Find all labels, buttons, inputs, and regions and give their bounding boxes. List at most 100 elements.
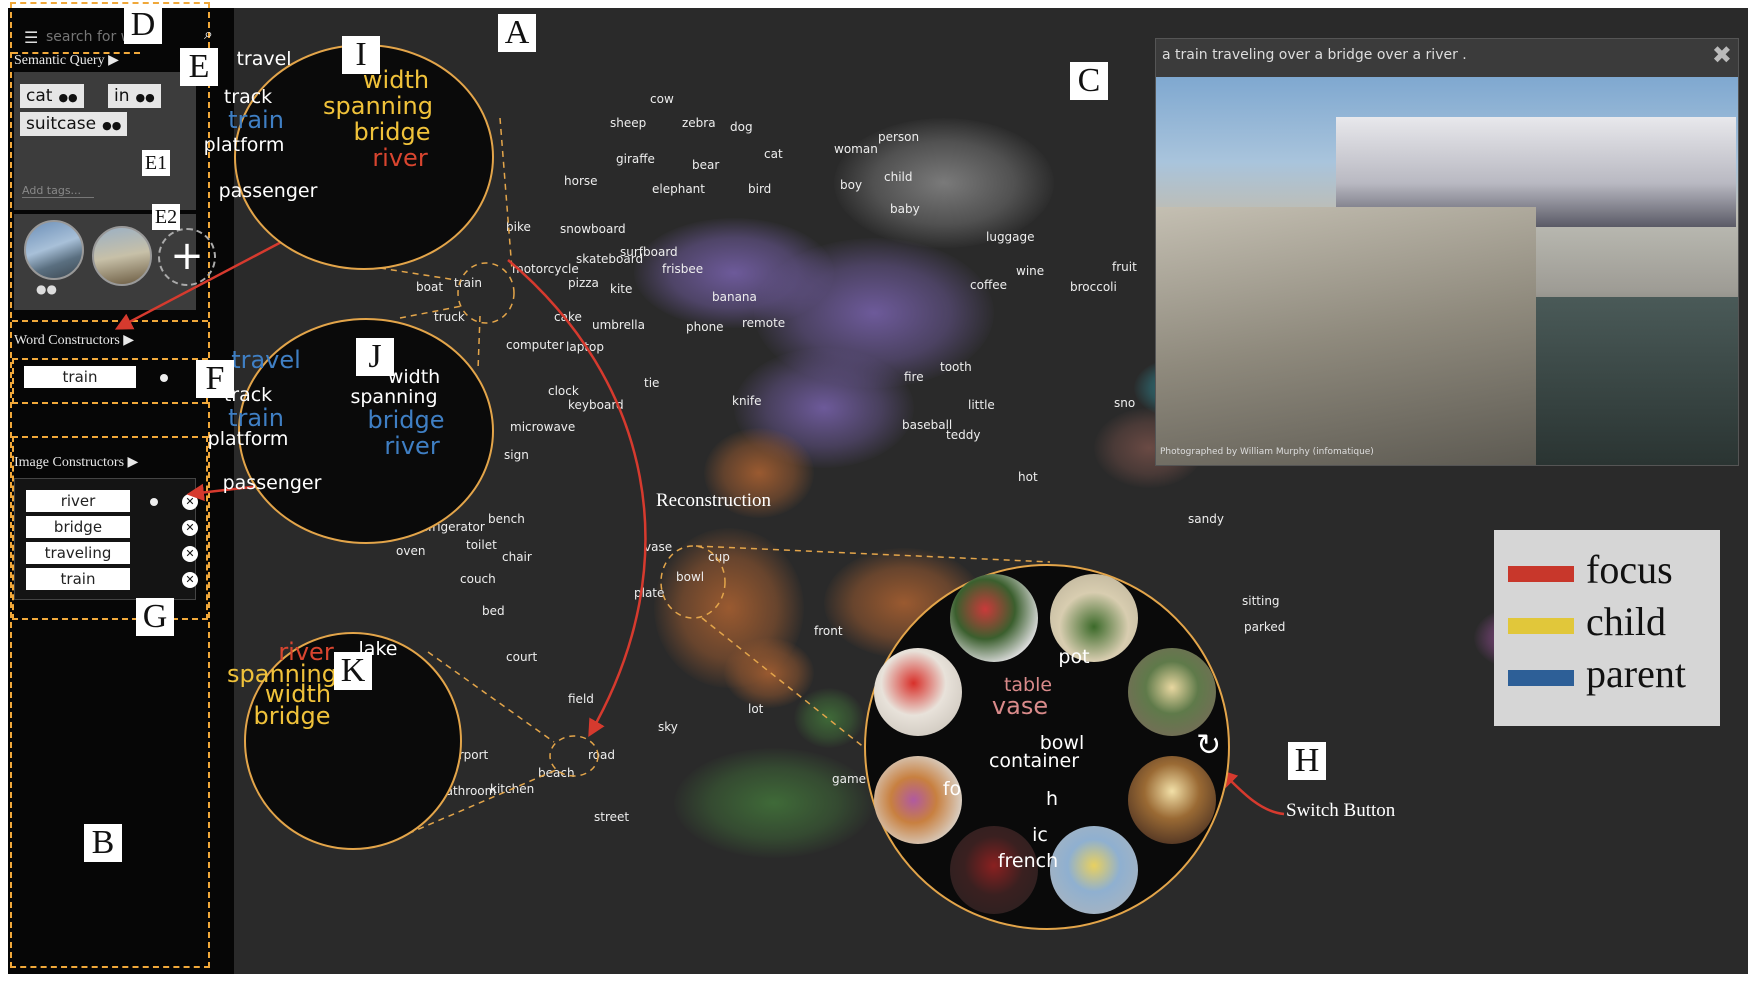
- map-word[interactable]: banana: [712, 290, 757, 304]
- map-word[interactable]: sandy: [1188, 512, 1224, 526]
- word-constructor-dot[interactable]: [160, 374, 168, 382]
- map-word[interactable]: clock: [548, 384, 579, 398]
- map-word[interactable]: little: [968, 398, 995, 412]
- map-word[interactable]: vase: [644, 540, 673, 554]
- map-word[interactable]: luggage: [986, 230, 1035, 244]
- map-word[interactable]: snowboard: [560, 222, 626, 236]
- toggle-icon[interactable]: ●●: [135, 91, 155, 104]
- image-constructor-dot[interactable]: [150, 498, 158, 506]
- lens-h-word[interactable]: vase: [991, 692, 1049, 720]
- toggle-icon[interactable]: ●●: [36, 282, 57, 296]
- map-word[interactable]: cow: [650, 92, 674, 106]
- map-word[interactable]: toilet: [466, 538, 497, 552]
- map-word[interactable]: truck: [434, 310, 465, 324]
- toggle-icon[interactable]: ●●: [102, 119, 122, 132]
- map-word[interactable]: coffee: [970, 278, 1007, 292]
- lens-j-word[interactable]: track: [223, 384, 273, 406]
- map-word[interactable]: bed: [482, 604, 505, 618]
- result-photo-6[interactable]: [1128, 756, 1216, 844]
- lens-j[interactable]: [238, 318, 494, 544]
- map-word[interactable]: wine: [1016, 264, 1045, 278]
- map-word[interactable]: elephant: [652, 182, 705, 196]
- map-word[interactable]: kite: [610, 282, 633, 296]
- lens-k-word[interactable]: river: [278, 638, 334, 666]
- search-icon[interactable]: ⌕: [204, 24, 213, 43]
- map-word[interactable]: horse: [564, 174, 598, 188]
- map-word[interactable]: bench: [488, 512, 525, 526]
- map-word[interactable]: umbrella: [592, 318, 645, 332]
- map-word[interactable]: giraffe: [616, 152, 655, 166]
- result-photo-5[interactable]: [874, 756, 962, 844]
- query-image-landscape[interactable]: [92, 226, 152, 286]
- lens-i-word[interactable]: travel: [236, 48, 292, 70]
- tag-suitcase[interactable]: suitcase●●: [20, 112, 128, 136]
- map-word[interactable]: bowl: [676, 570, 705, 584]
- switch-button[interactable]: ↻: [1196, 728, 1222, 763]
- map-word[interactable]: cake: [554, 310, 582, 324]
- lens-k-word[interactable]: bridge: [253, 702, 331, 730]
- map-word[interactable]: fruit: [1112, 260, 1137, 274]
- result-photo-4[interactable]: [1128, 648, 1216, 736]
- menu-icon[interactable]: ☰: [24, 28, 39, 47]
- map-word[interactable]: bear: [692, 158, 720, 172]
- lens-i-word[interactable]: passenger: [218, 180, 318, 202]
- image-constructor-bridge[interactable]: bridge: [26, 516, 130, 538]
- map-word[interactable]: cat: [764, 147, 783, 161]
- result-photo-3[interactable]: [874, 648, 962, 736]
- result-photo-7[interactable]: [950, 826, 1038, 914]
- map-word[interactable]: fire: [904, 370, 924, 384]
- map-word[interactable]: hot: [1018, 470, 1038, 484]
- map-word[interactable]: teddy: [946, 428, 981, 442]
- map-word[interactable]: couch: [460, 572, 496, 586]
- map-word[interactable]: game: [832, 772, 867, 786]
- map-word[interactable]: parked: [1244, 620, 1286, 634]
- result-photo-1[interactable]: [950, 574, 1038, 662]
- lens-h[interactable]: [864, 564, 1230, 930]
- map-word[interactable]: surfboard: [620, 245, 678, 259]
- lens-j-word[interactable]: platform: [207, 428, 289, 450]
- map-word[interactable]: baseball: [902, 418, 953, 432]
- map-word[interactable]: sheep: [610, 116, 647, 130]
- map-word[interactable]: beach: [538, 766, 575, 780]
- map-word[interactable]: front: [814, 624, 843, 638]
- map-word[interactable]: remote: [742, 316, 786, 330]
- tag-in[interactable]: in●●: [108, 84, 161, 108]
- map-word[interactable]: pizza: [568, 276, 599, 290]
- lens-j-word[interactable]: passenger: [222, 472, 322, 494]
- word-constructor-train[interactable]: train: [24, 366, 136, 388]
- map-word[interactable]: laptop: [566, 340, 604, 354]
- lens-h-word[interactable]: h: [1045, 788, 1059, 810]
- map-word[interactable]: motorcycle: [512, 262, 579, 276]
- lens-h-word[interactable]: french: [997, 850, 1059, 872]
- lens-i-word[interactable]: platform: [203, 134, 285, 156]
- map-word[interactable]: knife: [732, 394, 762, 408]
- map-word[interactable]: sno: [1114, 396, 1136, 410]
- map-word[interactable]: bike: [506, 220, 531, 234]
- close-icon[interactable]: ✖: [1711, 41, 1732, 69]
- remove-bridge-icon[interactable]: ✕: [182, 520, 198, 536]
- image-constructor-traveling[interactable]: traveling: [26, 542, 130, 564]
- search-input[interactable]: [44, 24, 198, 50]
- map-word[interactable]: dog: [730, 120, 753, 134]
- map-word[interactable]: oven: [396, 544, 426, 558]
- image-constructor-river[interactable]: river: [26, 490, 130, 512]
- map-word[interactable]: baby: [890, 202, 920, 216]
- map-word[interactable]: road: [588, 748, 615, 762]
- word-constructors-label[interactable]: Word Constructors ▶: [14, 333, 135, 348]
- lens-i-word[interactable]: river: [372, 144, 428, 172]
- toggle-icon[interactable]: ●●: [58, 91, 78, 104]
- map-word[interactable]: microwave: [510, 420, 576, 434]
- map-word[interactable]: tooth: [940, 360, 972, 374]
- map-word[interactable]: field: [568, 692, 594, 706]
- map-word[interactable]: street: [594, 810, 630, 824]
- map-word[interactable]: boy: [840, 178, 863, 192]
- lens-j-word[interactable]: travel: [231, 346, 301, 374]
- lens-i-word[interactable]: bridge: [353, 118, 431, 146]
- lens-j-word[interactable]: river: [384, 432, 440, 460]
- map-word[interactable]: tie: [644, 376, 660, 390]
- map-word[interactable]: sitting: [1242, 594, 1280, 608]
- lens-i-word[interactable]: track: [223, 86, 273, 108]
- map-word[interactable]: cup: [708, 550, 730, 564]
- image-constructors-label[interactable]: Image Constructors ▶: [14, 455, 139, 470]
- map-word[interactable]: keyboard: [568, 398, 624, 412]
